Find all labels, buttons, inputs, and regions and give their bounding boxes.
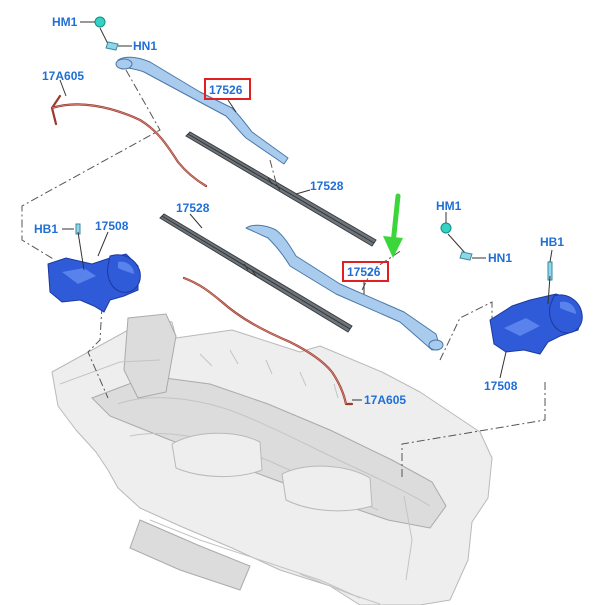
highlight-box-top xyxy=(204,78,251,100)
fasteners-top-left xyxy=(80,16,132,51)
wiper-motor-left xyxy=(47,223,141,313)
label-hm1-right: HM1 xyxy=(436,199,462,213)
label-hb1-left: HB1 xyxy=(34,222,58,236)
highlight-box-bottom xyxy=(342,261,389,282)
label-hn1-right: HN1 xyxy=(488,251,512,265)
label-hb1-right: HB1 xyxy=(540,235,564,249)
label-17508-right: 17508 xyxy=(484,379,518,393)
label-leaders xyxy=(59,79,553,401)
label-17528-left: 17528 xyxy=(176,201,210,215)
wiper-blade-upper xyxy=(185,131,377,247)
wiper-motor-right xyxy=(489,261,583,355)
label-17528-right: 17528 xyxy=(310,179,344,193)
label-17508-left: 17508 xyxy=(95,219,129,233)
fasteners-right xyxy=(440,212,486,261)
label-17526-top: 17526 xyxy=(209,83,243,97)
label-hm1-top: HM1 xyxy=(52,15,78,29)
wiper-blade-lower xyxy=(159,213,353,333)
washer-hose-bottom xyxy=(182,276,354,406)
wiper-arm-bottom xyxy=(245,224,444,351)
assembly-dash-lines xyxy=(21,69,546,478)
label-17a605-bottom: 17A605 xyxy=(364,393,406,407)
label-17526-bottom: 17526 xyxy=(347,265,381,279)
green-pointer-arrow xyxy=(383,193,403,258)
label-hn1-top: HN1 xyxy=(133,39,157,53)
cowl-panel xyxy=(51,313,493,605)
washer-hose-top xyxy=(50,94,208,188)
label-17a605-top: 17A605 xyxy=(42,69,84,83)
wiper-arm-top xyxy=(115,56,289,165)
